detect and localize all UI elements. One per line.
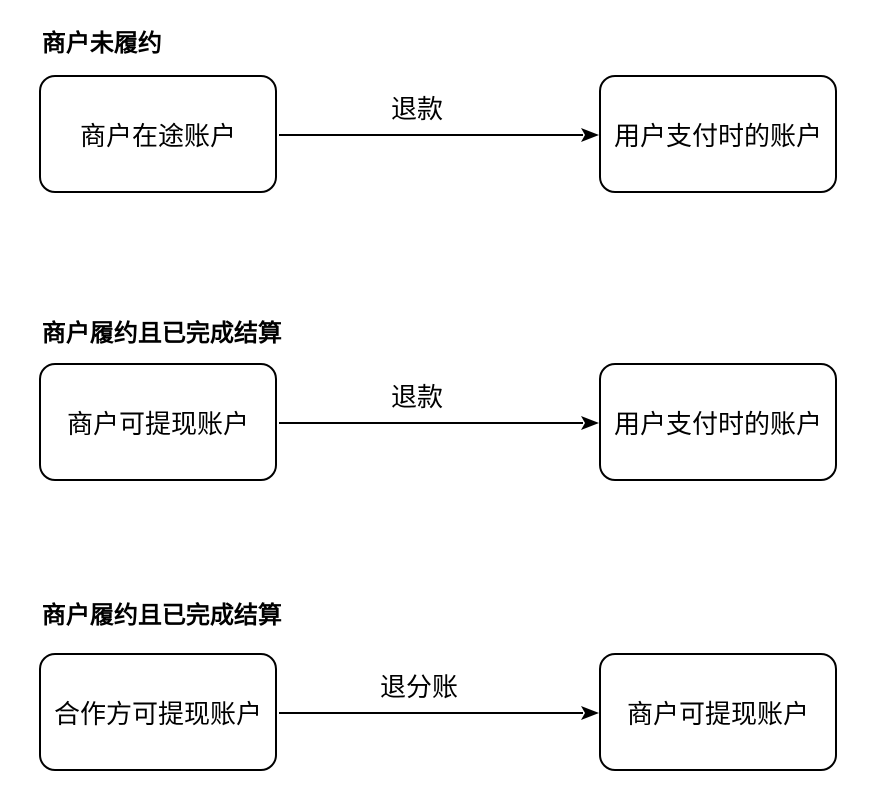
edge-label-2: 退款 <box>390 383 443 413</box>
edge-label-1: 退款 <box>390 95 443 125</box>
to-node-1: 用户支付时的账户 <box>599 75 837 193</box>
from-node-2: 商户可提现账户 <box>39 363 277 481</box>
from-node-3: 合作方可提现账户 <box>39 653 277 771</box>
arrow-icon <box>279 128 599 142</box>
to-node-3: 商户可提现账户 <box>599 653 837 771</box>
from-node-1: 商户在途账户 <box>39 75 277 193</box>
scenario-title-1: 商户未履约 <box>42 29 162 57</box>
edge-label-3: 退分账 <box>379 673 458 703</box>
to-node-2: 用户支付时的账户 <box>599 363 837 481</box>
scenario-title-3: 商户履约且已完成结算 <box>42 601 282 629</box>
scenario-title-2: 商户履约且已完成结算 <box>42 319 282 347</box>
arrow-icon <box>279 706 599 720</box>
arrow-icon <box>279 416 599 430</box>
